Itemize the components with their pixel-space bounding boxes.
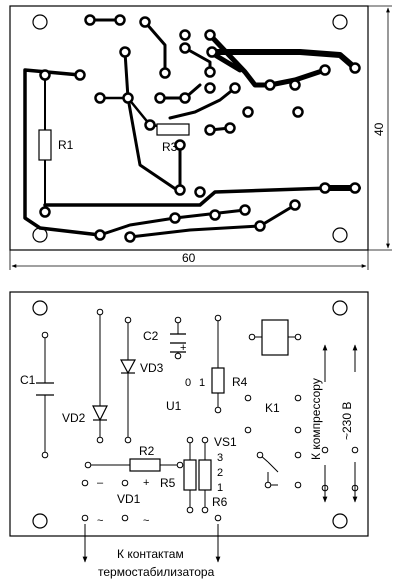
r2-label: R2 xyxy=(139,444,155,458)
r6-body xyxy=(198,459,212,491)
c1-label: C1 xyxy=(20,373,36,387)
vd1-tilde: ~ xyxy=(97,515,103,527)
mount-hole xyxy=(332,513,348,529)
dim-width-label: 60 xyxy=(182,251,196,265)
r3-body xyxy=(156,123,190,136)
pads xyxy=(39,14,361,243)
r5-body xyxy=(183,459,197,491)
vd3-label: VD3 xyxy=(140,361,164,375)
mount-hole xyxy=(32,513,48,529)
c2-plus: + xyxy=(180,342,186,354)
u1-pin-label: 1 xyxy=(199,377,205,389)
r2-body xyxy=(129,458,161,472)
bottom-pads xyxy=(41,308,359,522)
mount-hole xyxy=(32,300,48,316)
vs1-label: VS1 xyxy=(214,435,237,449)
external-connections xyxy=(82,344,358,563)
vd3-symbol xyxy=(119,359,137,375)
top-view: R1 R3 60 40 xyxy=(9,5,392,270)
dimension-width: 60 xyxy=(9,250,369,270)
thermo-label-line2: термостабилизатора xyxy=(98,565,215,579)
vd1-minus: – xyxy=(97,477,104,489)
vs1-pin2: 2 xyxy=(217,467,223,479)
mount-hole xyxy=(332,300,348,316)
vd1-plus: + xyxy=(143,477,149,489)
r1-label: R1 xyxy=(58,138,74,152)
c1-symbol xyxy=(36,382,54,396)
compressor-label: К компрессору xyxy=(309,378,323,460)
r5-label: R5 xyxy=(160,476,176,490)
dimension-height: 40 xyxy=(368,5,392,251)
bottom-board-outline xyxy=(9,291,369,537)
mains-label: ~230 В xyxy=(340,402,354,440)
mount-hole xyxy=(332,227,348,243)
k1-label: K1 xyxy=(265,401,280,415)
r4-body xyxy=(211,367,225,394)
copper-traces xyxy=(23,18,361,239)
thermo-label-line1: К контактам xyxy=(117,547,184,561)
r4-label: R4 xyxy=(232,375,248,389)
c2-label: C2 xyxy=(143,329,159,343)
vd1-label: VD1 xyxy=(117,492,141,506)
vd1-tilde: ~ xyxy=(143,515,149,527)
component-leads xyxy=(44,312,279,510)
r3-label: R3 xyxy=(162,140,178,154)
c2-symbol xyxy=(170,333,186,353)
r6-label: R6 xyxy=(212,495,228,509)
vs1-pin1: 1 xyxy=(217,482,223,494)
k1-body xyxy=(261,319,289,356)
vd2-label: VD2 xyxy=(62,411,86,425)
vs1-pin3: 3 xyxy=(217,452,223,464)
mount-hole xyxy=(332,14,348,30)
vd2-symbol xyxy=(92,405,108,422)
u1-label: U1 xyxy=(166,399,182,413)
r1-body xyxy=(38,129,52,161)
bottom-view: C1 C2 + VD3 VD2 R4 0 1 U1 K1 R2 xyxy=(9,291,369,579)
top-board-outline xyxy=(9,5,369,251)
u1-pin-label: 0 xyxy=(185,377,191,389)
mount-hole xyxy=(32,14,48,30)
dim-height-label: 40 xyxy=(372,122,386,136)
